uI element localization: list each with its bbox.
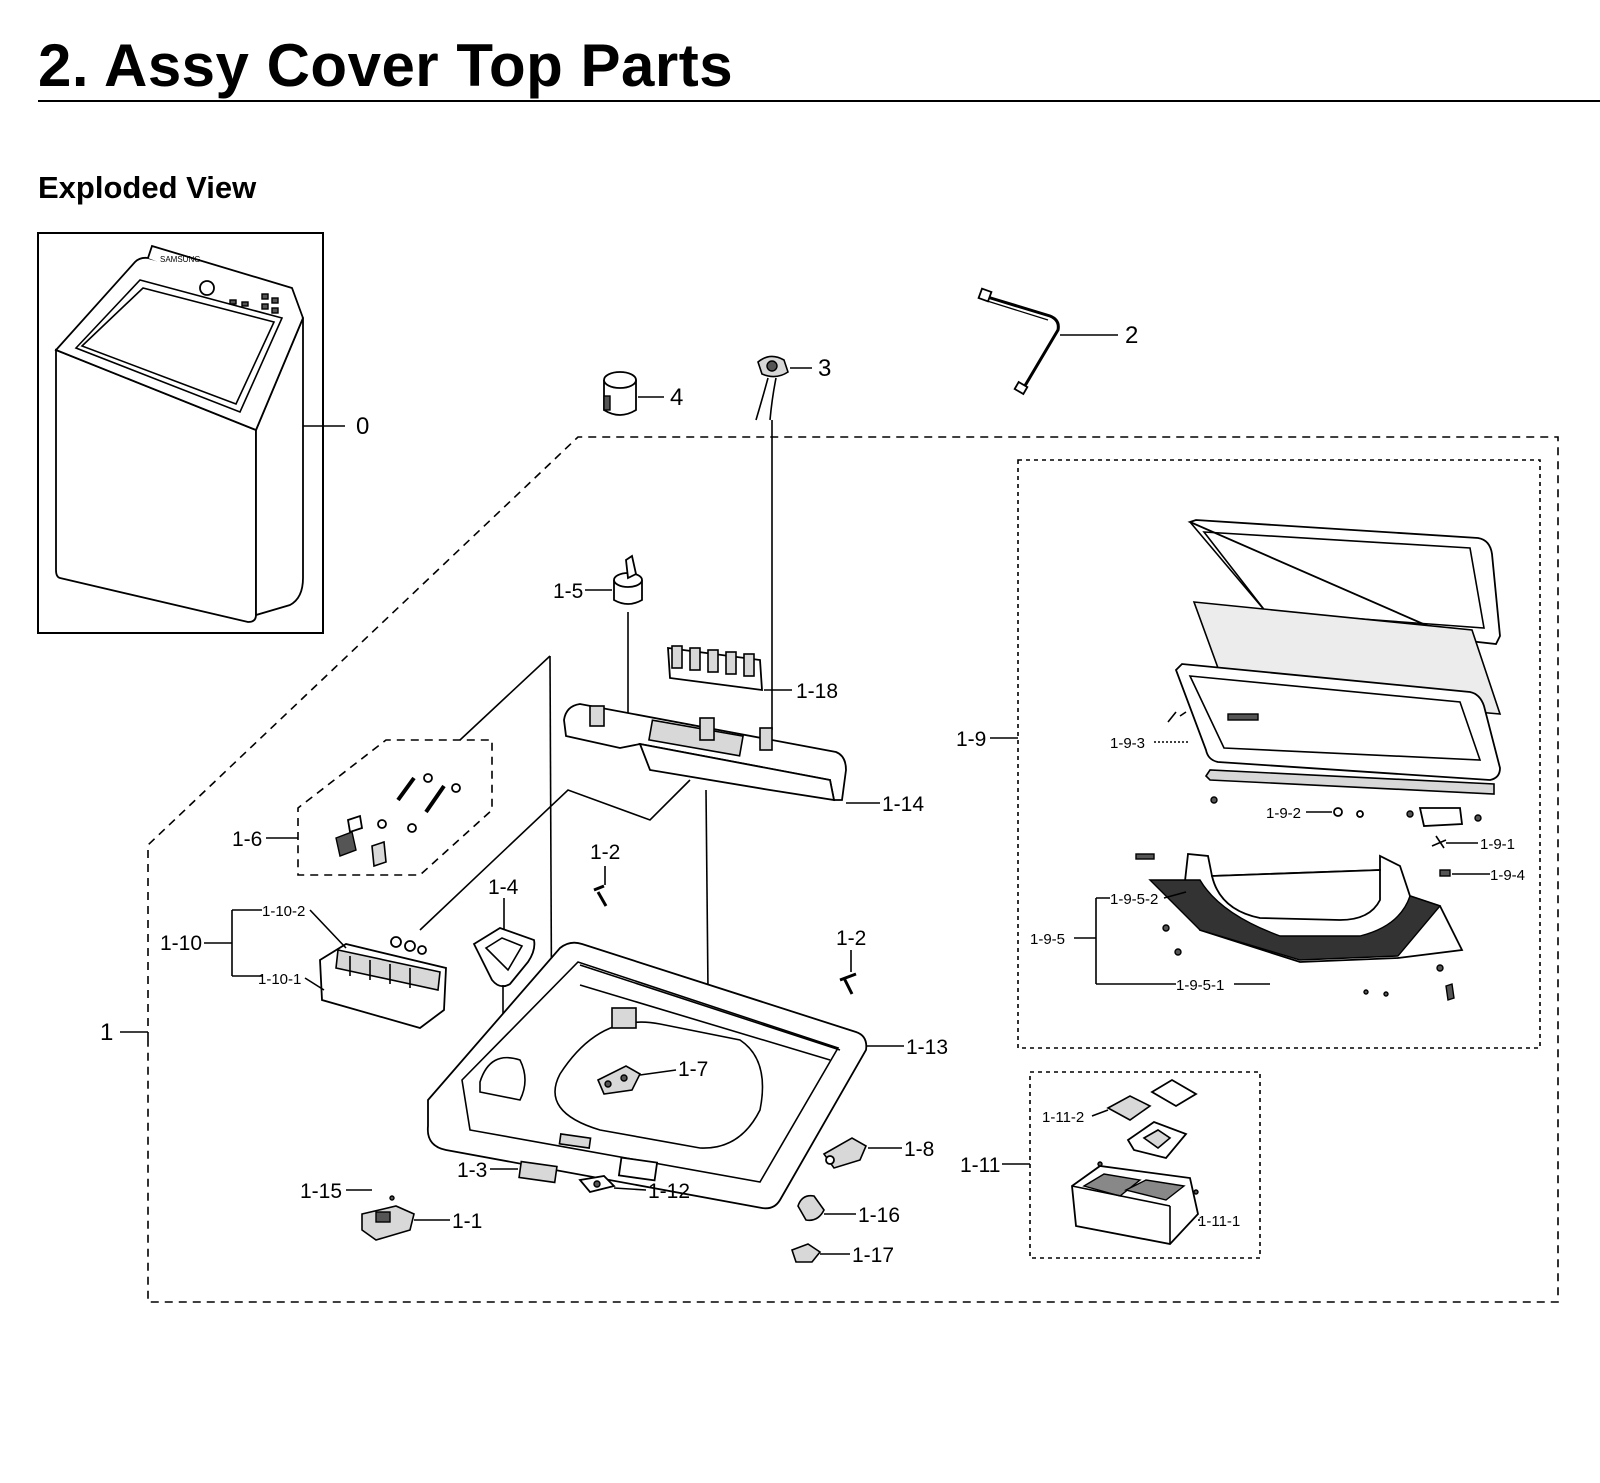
label-1-11-1: 1-11-1 [1198, 1213, 1240, 1230]
part-3-connector [755, 355, 812, 730]
label-1-6: 1-6 [232, 828, 262, 851]
title-rule [38, 100, 1600, 102]
label-1-2b: 1-2 [836, 927, 866, 950]
label-1-9-4: 1-9-4 [1490, 867, 1525, 884]
part-1-15 [346, 1189, 395, 1201]
label-1-2a: 1-2 [590, 841, 620, 864]
label-3: 3 [818, 355, 831, 382]
label-1-8: 1-8 [904, 1138, 934, 1161]
part-1-14 [563, 703, 880, 804]
page-title: 2. Assy Cover Top Parts [38, 32, 734, 99]
part-1-18 [667, 645, 792, 692]
label-1-9-2: 1-9-2 [1266, 805, 1301, 822]
label-1-13: 1-13 [906, 1036, 948, 1059]
label-1-3: 1-3 [457, 1159, 487, 1182]
svg-text:SAMSUNG: SAMSUNG [160, 255, 200, 264]
label-1-10-2: 1-10-2 [262, 903, 305, 920]
label-1-5: 1-5 [553, 580, 583, 603]
part-1-9 [990, 459, 1541, 1049]
label-1-10: 1-10 [160, 932, 202, 955]
part-2-harness [977, 287, 1118, 396]
label-1-7: 1-7 [678, 1058, 708, 1081]
part-1-6 [266, 655, 553, 1101]
label-1-17: 1-17 [852, 1244, 894, 1267]
label-1-9-3: 1-9-3 [1110, 735, 1145, 752]
part-1-12 [578, 1175, 647, 1194]
label-2: 2 [1125, 322, 1138, 349]
label-1-16: 1-16 [858, 1204, 900, 1227]
label-1-12: 1-12 [648, 1180, 690, 1203]
part-1-2-screw-a [593, 866, 608, 907]
part-1-17 [790, 1243, 850, 1263]
part-1-8 [822, 1137, 902, 1169]
part-1-13 [426, 941, 904, 1210]
label-1-9: 1-9 [956, 728, 986, 751]
label-1-9-5-1: 1-9-5-1 [1176, 977, 1224, 994]
part-1-7 [596, 1065, 677, 1095]
label-1-18: 1-18 [796, 680, 838, 703]
label-1-9-5: 1-9-5 [1030, 931, 1065, 948]
label-1-14: 1-14 [882, 793, 924, 816]
part-1-3 [490, 1160, 558, 1184]
part-4-knob [603, 371, 664, 416]
part-1-11 [1002, 1071, 1261, 1259]
label-4: 4 [670, 384, 683, 411]
label-1-10-1: 1-10-1 [258, 971, 301, 988]
part-1-16 [797, 1194, 856, 1222]
label-1-1: 1-1 [452, 1210, 482, 1233]
section-title: Exploded View [38, 170, 257, 205]
label-1-9-5-2: 1-9-5-2 [1110, 891, 1158, 908]
part-1-2-screw-b [839, 950, 857, 995]
washer-inset: SAMSUNG [37, 232, 345, 634]
label-1-11-2: 1-11-2 [1042, 1109, 1084, 1126]
part-1-10 [204, 909, 447, 1029]
label-1-4: 1-4 [488, 876, 519, 899]
assembly-1-boundary [147, 436, 1559, 1303]
label-1-11: 1-11 [960, 1154, 1000, 1177]
part-1-1 [361, 1205, 450, 1241]
label-1: 1 [100, 1019, 113, 1046]
label-0: 0 [356, 413, 369, 440]
label-1-9-1: 1-9-1 [1480, 836, 1515, 853]
label-1-15: 1-15 [300, 1180, 342, 1203]
